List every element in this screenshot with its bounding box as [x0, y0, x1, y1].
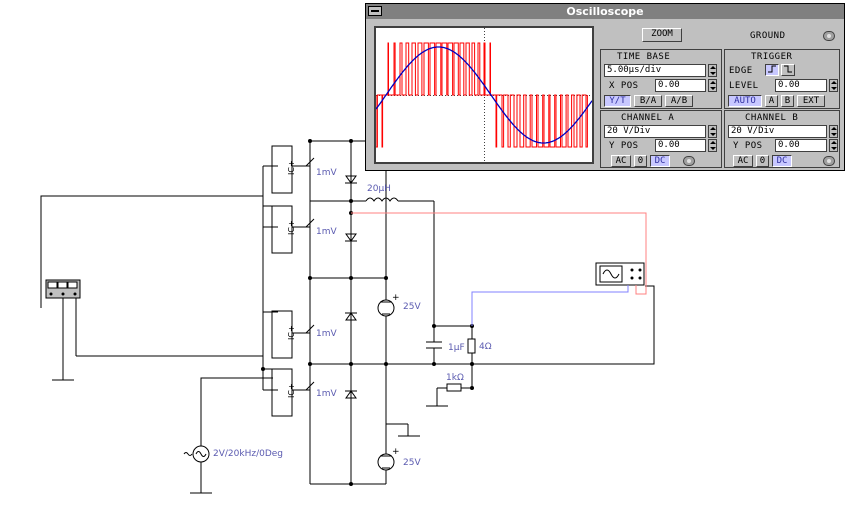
mode-yt-button[interactable]: Y/T	[604, 95, 631, 107]
ground-label: GROUND	[750, 31, 786, 41]
svg-text:+: +	[392, 293, 400, 303]
oscilloscope-screen	[374, 26, 594, 164]
switch-label-4: 1mV	[316, 389, 337, 399]
ac-source-label: 2V/20kHz/0Deg	[213, 449, 284, 459]
switch-label-2: 1mV	[316, 227, 337, 237]
xpos-spinner[interactable]	[708, 79, 717, 92]
channel-a-panel: CHANNEL A 20 V/Div Y POS 0.00 AC 0 DC	[600, 110, 722, 168]
trigger-b-button[interactable]: B	[781, 95, 794, 107]
dc-source-top-label: 25V	[403, 302, 421, 312]
svg-text:IC+: IC+	[287, 160, 296, 175]
channel-a-zero-button[interactable]: 0	[634, 155, 647, 167]
switch-label-1: 1mV	[316, 168, 337, 178]
channel-a-header: CHANNEL A	[621, 113, 675, 123]
zoom-button[interactable]: ZOOM	[642, 28, 682, 42]
channel-b-panel: CHANNEL B 20 V/Div Y POS 0.00 AC 0 DC	[724, 110, 840, 168]
svg-text:IC+: IC+	[287, 383, 296, 398]
trigger-auto-button[interactable]: AUTO	[728, 95, 762, 107]
channel-b-dc-button[interactable]: DC	[772, 155, 792, 167]
trigger-ext-button[interactable]: EXT	[797, 95, 825, 107]
channel-b-ypos-label: Y POS	[733, 141, 763, 151]
channel-a-scale-field[interactable]: 20 V/Div	[604, 125, 706, 138]
oscilloscope-title: Oscilloscope	[366, 4, 844, 19]
channel-b-trace	[375, 46, 593, 144]
rising-edge-icon	[768, 65, 776, 73]
svg-text:+: +	[392, 447, 400, 457]
oscilloscope-window[interactable]: Oscilloscope ZOOM GROUND TIME BASE 5.00µ…	[365, 3, 845, 171]
level-label: LEVEL	[729, 81, 759, 91]
edge-rising-button[interactable]	[765, 64, 779, 76]
trigger-header: TRIGGER	[751, 52, 793, 62]
channel-a-ypos-spinner[interactable]	[708, 139, 717, 152]
channel-a-terminal-icon[interactable]	[683, 156, 695, 166]
dc-source-bottom-label: 25V	[403, 458, 421, 468]
switch-label-3: 1mV	[316, 329, 337, 339]
ground-terminal-icon[interactable]	[823, 31, 835, 41]
mode-ab-button[interactable]: A/B	[665, 95, 693, 107]
channel-b-zero-button[interactable]: 0	[756, 155, 769, 167]
scope-traces	[375, 28, 593, 161]
channel-b-scale-field[interactable]: 20 V/Div	[728, 125, 827, 138]
channel-a-ypos-label: Y POS	[609, 141, 639, 151]
svg-text:IC+: IC+	[287, 325, 296, 340]
level-spinner[interactable]	[829, 79, 838, 92]
timebase-panel: TIME BASE 5.00µs/div X POS 0.00 Y/T B/A …	[600, 49, 722, 109]
capacitor-label: 1µF	[448, 343, 465, 353]
inductor-label: 20µH	[367, 184, 391, 194]
timebase-spinner[interactable]	[708, 64, 717, 77]
channel-b-ac-button[interactable]: AC	[733, 155, 753, 167]
mode-ba-button[interactable]: B/A	[634, 95, 662, 107]
channel-a-scale-spinner[interactable]	[708, 125, 717, 138]
channel-a-dc-button[interactable]: DC	[650, 155, 670, 167]
sense-resistor-label: 1kΩ	[446, 373, 464, 383]
channel-b-terminal-icon[interactable]	[823, 156, 835, 166]
channel-b-ypos-field[interactable]: 0.00	[775, 139, 827, 152]
channel-b-scale-spinner[interactable]	[829, 125, 838, 138]
xpos-label: X POS	[609, 81, 639, 91]
channel-b-ypos-spinner[interactable]	[829, 139, 838, 152]
channel-a-ac-button[interactable]: AC	[611, 155, 631, 167]
timebase-header: TIME BASE	[617, 52, 671, 62]
trigger-panel: TRIGGER EDGE LEVEL 0.00 AUTO A B EXT	[724, 49, 840, 109]
timebase-value-field[interactable]: 5.00µs/div	[604, 64, 706, 77]
channel-b-header: CHANNEL B	[745, 113, 799, 123]
multimeter-icon	[45, 279, 81, 299]
trigger-a-button[interactable]: A	[765, 95, 778, 107]
edge-falling-button[interactable]	[781, 64, 795, 76]
level-field[interactable]: 0.00	[775, 79, 827, 92]
xpos-field[interactable]: 0.00	[655, 79, 706, 92]
channel-a-ypos-field[interactable]: 0.00	[655, 139, 706, 152]
edge-label: EDGE	[729, 66, 753, 76]
channel-a-trace	[375, 42, 588, 148]
load-resistor-label: 4Ω	[479, 342, 492, 352]
svg-text:IC+: IC+	[287, 220, 296, 235]
system-menu-button[interactable]	[368, 6, 382, 16]
falling-edge-icon	[784, 65, 792, 73]
